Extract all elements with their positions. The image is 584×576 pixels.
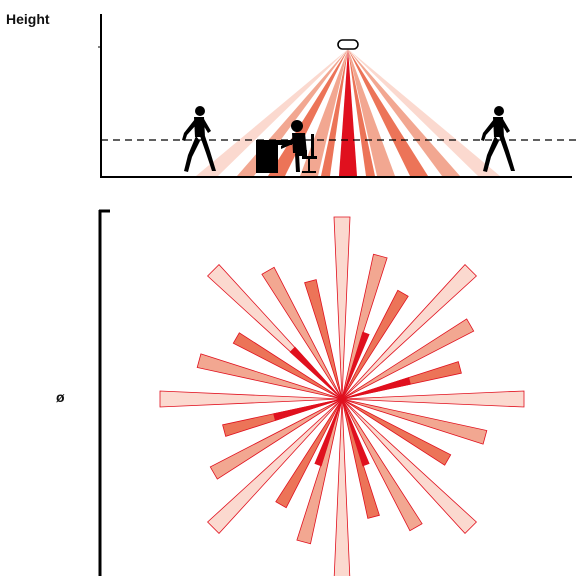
side-detection-beams [196, 49, 500, 176]
side-beam [348, 49, 500, 176]
detection-zone-ray [207, 398, 343, 534]
detection-zone-ray [341, 318, 475, 400]
side-beam [348, 49, 460, 176]
detection-zone-ray [341, 398, 477, 534]
side-beam [321, 49, 348, 176]
side-beam [339, 49, 357, 176]
center-detection-ray [341, 398, 370, 467]
center-detection-ray [314, 398, 343, 467]
detection-zone-ray [341, 398, 452, 466]
side-beam [196, 49, 348, 176]
detection-zone-ray [304, 279, 343, 400]
detection-zone-ray [341, 289, 409, 400]
detection-zone-ray [333, 398, 351, 576]
center-detection-ray [341, 331, 370, 400]
side-view-diagram [98, 14, 576, 178]
center-detection-ray [341, 377, 411, 400]
detection-zone-ray [333, 216, 351, 400]
detection-zone-ray [209, 398, 343, 480]
side-beam [348, 49, 428, 176]
detection-zone-ray [261, 266, 343, 400]
side-beam [348, 49, 395, 176]
seated-person-at-desk-icon [256, 120, 317, 173]
diameter-axis-label: ø [56, 389, 65, 405]
detection-zone-ray [341, 398, 423, 532]
detection-zone-ray [159, 390, 343, 408]
detection-zone-ray [275, 398, 343, 509]
detection-zone-ray [341, 398, 488, 445]
walking-person-icon [481, 106, 515, 172]
center-detection-ray [273, 398, 343, 421]
detection-zone-ray [341, 264, 477, 400]
radial-detection-zones [159, 216, 525, 576]
detection-zone-ray [196, 353, 343, 400]
height-axis-label: Height [6, 11, 50, 27]
ceiling-sensor-icon [337, 39, 359, 50]
side-beam [348, 49, 375, 176]
detection-zone-ray [341, 390, 525, 408]
center-detection-ray [289, 346, 343, 400]
detection-zone-ray [232, 332, 343, 400]
walking-person-icon [182, 106, 216, 172]
